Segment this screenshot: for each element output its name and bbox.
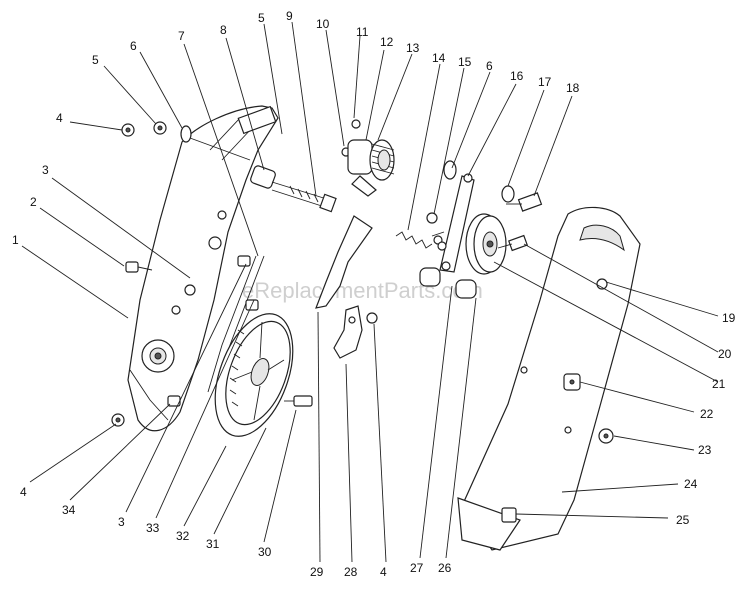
callout-8: 8 xyxy=(220,23,227,37)
callout-4b: 4 xyxy=(380,565,387,579)
center-hardware xyxy=(426,160,457,251)
leader-lines xyxy=(21,21,719,563)
callout-13: 13 xyxy=(406,41,420,55)
callout-20: 20 xyxy=(718,347,732,361)
spacers xyxy=(419,267,477,299)
idler-clutch-assembly xyxy=(341,119,395,197)
callout-28: 28 xyxy=(344,565,358,579)
callout-15: 15 xyxy=(458,55,472,69)
callout-16: 16 xyxy=(510,69,524,83)
callout-18: 18 xyxy=(566,81,580,95)
callout-17: 17 xyxy=(538,75,552,89)
watermark-text: eReplacementParts.com xyxy=(242,278,483,303)
callout-3: 3 xyxy=(42,163,49,177)
callout-31: 31 xyxy=(206,537,220,551)
callout-21: 21 xyxy=(712,377,726,391)
callout-26: 26 xyxy=(438,561,452,575)
left-frame-housing xyxy=(127,105,279,432)
small-bracket xyxy=(333,305,378,359)
callout-7: 7 xyxy=(178,29,185,43)
callout-6: 6 xyxy=(130,39,137,53)
callout-27: 27 xyxy=(410,561,424,575)
tension-spring xyxy=(395,231,445,249)
callout-5: 5 xyxy=(92,53,99,67)
callout-14: 14 xyxy=(432,51,446,65)
left-bolts xyxy=(111,255,313,427)
idler-arm xyxy=(439,173,475,273)
callout-2: 2 xyxy=(30,195,37,209)
callout-3b: 3 xyxy=(118,515,125,529)
callout-1: 1 xyxy=(12,233,19,247)
callout-23: 23 xyxy=(698,443,712,457)
callout-25: 25 xyxy=(676,513,690,527)
callout-32: 32 xyxy=(176,529,190,543)
callout-12: 12 xyxy=(380,35,394,49)
long-bolt-assembly xyxy=(250,165,337,213)
callout-6b: 6 xyxy=(486,59,493,73)
callout-24: 24 xyxy=(684,477,698,491)
callout-22: 22 xyxy=(700,407,714,421)
callout-10: 10 xyxy=(316,17,330,31)
top-left-hardware xyxy=(121,121,251,161)
callout-numbers: 1 2 3 4 5 6 7 8 5 9 10 11 12 13 14 15 6 … xyxy=(12,9,736,579)
callout-33: 33 xyxy=(146,521,160,535)
shield-plate xyxy=(315,215,373,309)
callout-4c: 4 xyxy=(20,485,27,499)
callout-9: 9 xyxy=(286,9,293,23)
callout-29: 29 xyxy=(310,565,324,579)
large-pulley xyxy=(214,313,294,437)
callout-30: 30 xyxy=(258,545,272,559)
callout-5b: 5 xyxy=(258,11,265,25)
callout-19: 19 xyxy=(722,311,736,325)
callout-34: 34 xyxy=(62,503,76,517)
idler-pulley xyxy=(465,213,507,275)
callout-11: 11 xyxy=(356,25,369,39)
callout-4: 4 xyxy=(56,111,63,125)
